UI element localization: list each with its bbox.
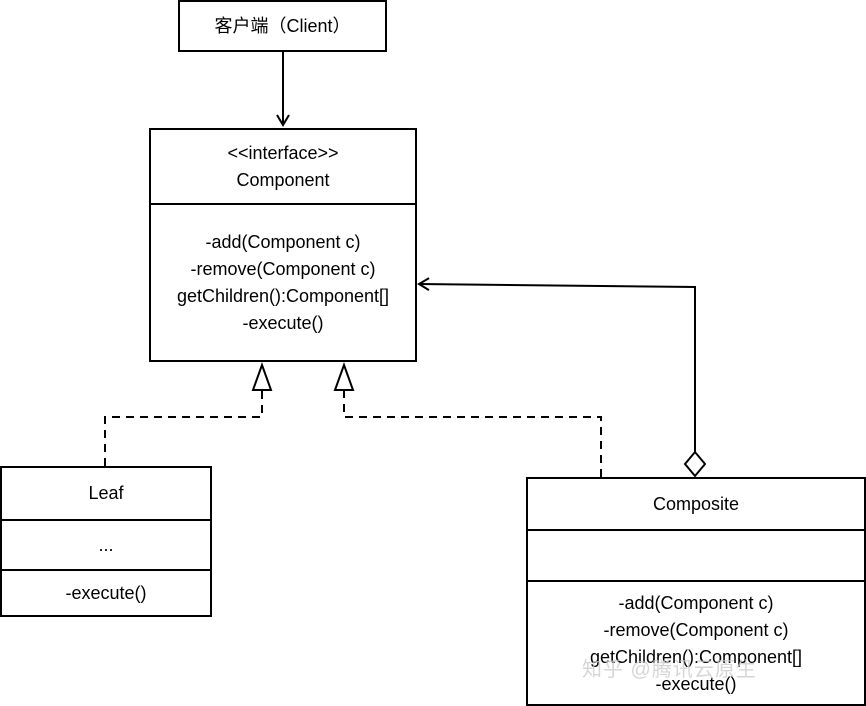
composite-box: Composite -add(Component c) -remove(Comp… — [526, 477, 866, 706]
component-interface-box: <<interface>> Component -add(Component c… — [149, 128, 417, 362]
component-method: -remove(Component c) — [190, 258, 376, 279]
client-label: 客户端（Client） — [214, 15, 351, 36]
composite-method: getChildren():Component[] — [589, 647, 803, 667]
component-stereotype: <<interface>> — [227, 142, 339, 163]
component-name: Component — [236, 169, 330, 190]
composite-realization-triangle — [333, 362, 355, 391]
component-methods: -add(Component c) -remove(Component c) g… — [151, 203, 415, 360]
leaf-realization-triangle — [251, 362, 273, 391]
component-header: <<interface>> Component — [151, 130, 415, 203]
composite-method: -add(Component c) — [618, 593, 774, 613]
composite-method: -remove(Component c) — [603, 620, 789, 640]
aggregation-diamond-icon — [683, 450, 707, 478]
composite-aggregation-line — [417, 277, 696, 452]
composite-realization-line — [343, 390, 602, 477]
leaf-realization-line — [104, 390, 263, 466]
composite-name: Composite — [652, 493, 740, 514]
leaf-header: Leaf — [2, 468, 210, 519]
leaf-methods: -execute() — [2, 569, 210, 615]
composite-attributes — [528, 529, 864, 580]
client-box: 客户端（Client） — [178, 0, 387, 52]
component-method: getChildren():Component[] — [176, 285, 390, 306]
component-method: -execute() — [242, 312, 324, 333]
leaf-attributes-text: ... — [98, 534, 114, 555]
component-method: -add(Component c) — [205, 231, 361, 252]
composite-header: Composite — [528, 479, 864, 529]
leaf-name: Leaf — [88, 483, 124, 503]
client-header: 客户端（Client） — [180, 2, 385, 50]
watermark: 知乎 @腾讯云原生 — [582, 659, 757, 681]
leaf-method: -execute() — [65, 582, 147, 603]
composite-methods: -add(Component c) -remove(Component c) g… — [528, 580, 864, 704]
composite-method: -execute() — [655, 674, 737, 694]
leaf-box: Leaf ... -execute() — [0, 466, 212, 617]
leaf-attributes: ... — [2, 519, 210, 569]
